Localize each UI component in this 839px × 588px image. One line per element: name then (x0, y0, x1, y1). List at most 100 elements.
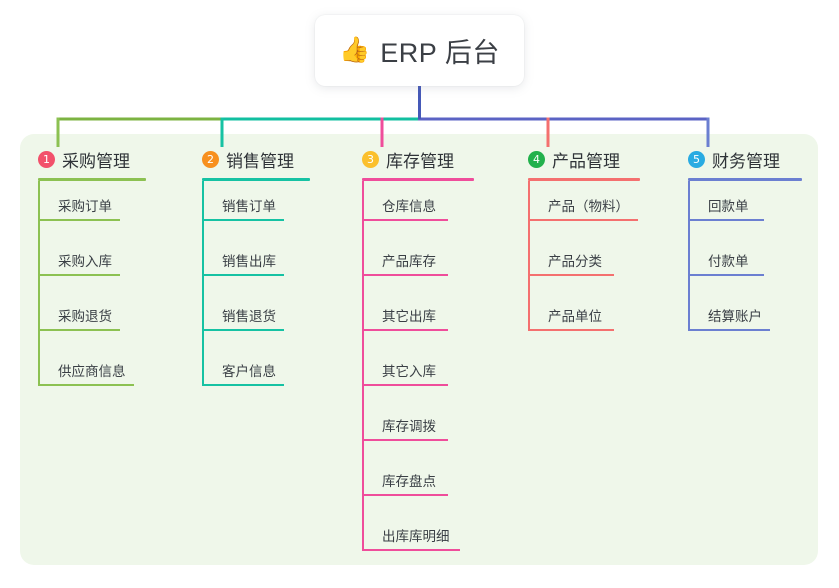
branch-badge-1: 1 (38, 150, 55, 168)
branch-header-rule (362, 178, 474, 181)
branch-spine (202, 181, 204, 385)
branch-item-label: 客户信息 (222, 364, 276, 379)
branch-item[interactable]: 供应商信息 (38, 346, 146, 401)
branch-header-rule (202, 178, 310, 181)
thumbs-up-icon: 👍 (339, 36, 371, 64)
branch-spine (688, 181, 690, 330)
branch-item[interactable]: 采购退货 (38, 291, 146, 346)
branch-item-label: 库存调拨 (382, 419, 436, 434)
branch-item[interactable]: 产品单位 (528, 291, 640, 346)
branch-item[interactable]: 回款单 (688, 181, 802, 236)
branch-item-rule (38, 219, 120, 221)
branch-item[interactable]: 仓库信息 (362, 181, 474, 236)
branch-item-rule (362, 329, 448, 331)
branch-header-3[interactable]: 3 库存管理 (362, 148, 474, 171)
branch-item-list: 销售订单销售出库销售退货客户信息 (202, 181, 310, 401)
branch-item-rule (362, 219, 448, 221)
branch-header-5[interactable]: 5 财务管理 (688, 148, 802, 171)
branch-item-rule (202, 384, 284, 386)
branch-badge-4: 4 (528, 150, 545, 168)
branch-item-label: 其它出库 (382, 309, 436, 324)
branch-badge-5: 5 (688, 150, 705, 168)
branch-item-label: 仓库信息 (382, 199, 436, 214)
branch-item-list: 产品（物料） 产品分类产品单位 (528, 181, 640, 346)
branch-item-rule (528, 274, 614, 276)
branch-item-label: 产品（物料） (548, 199, 629, 214)
branch-item-rule (202, 329, 284, 331)
branch-title: 财务管理 (712, 151, 780, 171)
branch-header-1[interactable]: 1 采购管理 (38, 148, 146, 171)
branch-item[interactable]: 出库库明细 (362, 511, 474, 566)
branch-item[interactable]: 采购订单 (38, 181, 146, 236)
branch-item-label: 产品单位 (548, 309, 602, 324)
branch-title: 产品管理 (552, 151, 620, 171)
branch-item-label: 供应商信息 (58, 364, 126, 379)
branch-item[interactable]: 付款单 (688, 236, 802, 291)
branch-item-rule (528, 329, 614, 331)
branch-item[interactable]: 销售出库 (202, 236, 310, 291)
branch-badge-3: 3 (362, 150, 379, 168)
branch-item[interactable]: 结算账户 (688, 291, 802, 346)
branch-column-3: 3 库存管理仓库信息产品库存其它出库其它入库库存调拨库存盘点出库库明细 (362, 148, 474, 566)
branch-item-label: 付款单 (708, 254, 749, 269)
branch-item-list: 采购订单采购入库采购退货供应商信息 (38, 181, 146, 401)
branch-header-4[interactable]: 4 产品管理 (528, 148, 640, 171)
branch-item[interactable]: 产品分类 (528, 236, 640, 291)
branch-item-rule (688, 274, 764, 276)
branch-header-rule (528, 178, 640, 181)
branch-item-list: 仓库信息产品库存其它出库其它入库库存调拨库存盘点出库库明细 (362, 181, 474, 566)
branch-spine (362, 181, 364, 550)
branch-item-label: 销售订单 (222, 199, 276, 214)
branch-item[interactable]: 其它入库 (362, 346, 474, 401)
branch-header-rule (688, 178, 802, 181)
branch-item-rule (528, 219, 638, 221)
branch-item-rule (38, 329, 120, 331)
branch-item-rule (688, 219, 764, 221)
branch-item-label: 采购订单 (58, 199, 112, 214)
branch-item[interactable]: 客户信息 (202, 346, 310, 401)
branch-item-label: 出库库明细 (382, 529, 450, 544)
branch-item-rule (202, 274, 284, 276)
branch-item-rule (362, 274, 448, 276)
branch-item[interactable]: 产品库存 (362, 236, 474, 291)
branch-item-label: 销售退货 (222, 309, 276, 324)
branch-item-rule (362, 439, 448, 441)
branch-item-rule (362, 494, 448, 496)
branch-item-label: 产品库存 (382, 254, 436, 269)
branch-item-list: 回款单付款单结算账户 (688, 181, 802, 346)
branch-item[interactable]: 其它出库 (362, 291, 474, 346)
branch-item-rule (362, 384, 448, 386)
branch-header-2[interactable]: 2 销售管理 (202, 148, 310, 171)
branch-column-1: 1 采购管理采购订单采购入库采购退货供应商信息 (38, 148, 146, 401)
branch-item[interactable]: 库存调拨 (362, 401, 474, 456)
root-title: ERP 后台 (380, 38, 500, 68)
branches-panel (20, 134, 818, 565)
branch-item[interactable]: 销售订单 (202, 181, 310, 236)
branch-item-label: 产品分类 (548, 254, 602, 269)
branch-item-rule (38, 274, 120, 276)
branch-item-label: 其它入库 (382, 364, 436, 379)
branch-item[interactable]: 采购入库 (38, 236, 146, 291)
branch-spine (38, 181, 40, 385)
branch-title: 库存管理 (386, 151, 454, 171)
branch-item-label: 采购入库 (58, 254, 112, 269)
branch-item[interactable]: 产品（物料） (528, 181, 640, 236)
branch-item-rule (38, 384, 134, 386)
branch-item-rule (202, 219, 284, 221)
branch-item-label: 回款单 (708, 199, 749, 214)
branch-badge-2: 2 (202, 150, 219, 168)
branch-title: 销售管理 (226, 151, 294, 171)
branch-item-label: 库存盘点 (382, 474, 436, 489)
branch-column-4: 4 产品管理产品（物料） 产品分类产品单位 (528, 148, 640, 346)
branch-spine (528, 181, 530, 330)
branch-column-5: 5 财务管理回款单付款单结算账户 (688, 148, 802, 346)
branch-title: 采购管理 (62, 151, 130, 171)
branch-item[interactable]: 销售退货 (202, 291, 310, 346)
branch-header-rule (38, 178, 146, 181)
root-node[interactable]: 👍 ERP 后台 (315, 15, 524, 86)
branch-item-rule (688, 329, 770, 331)
branch-item[interactable]: 库存盘点 (362, 456, 474, 511)
